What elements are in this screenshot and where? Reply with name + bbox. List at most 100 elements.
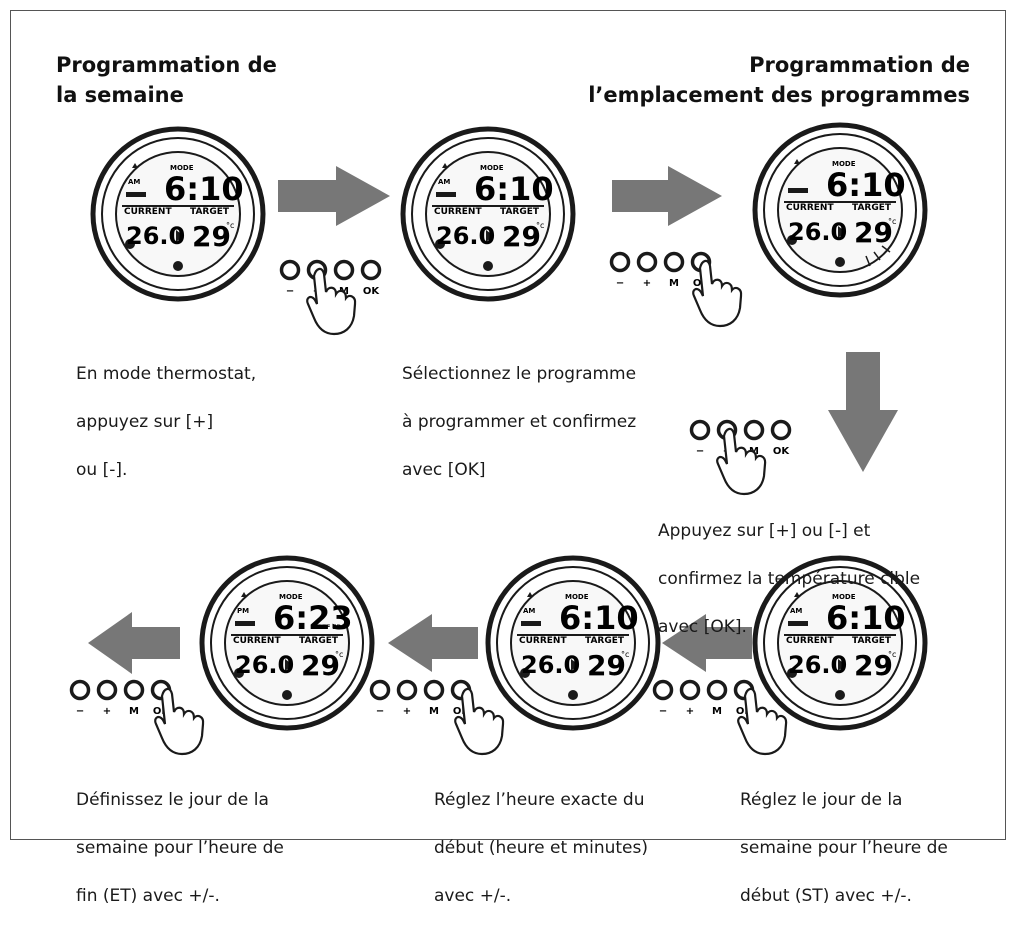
thermostat-step1: MODE AM 6:10 CURRENT TARGET 26.0 29 °c [93,129,263,299]
hand-pointer-icon [154,687,205,756]
thermo2-target: TARGET [500,207,540,217]
thermo2-time: 6:10 [474,170,554,208]
title-slots: Programmation de l’emplacement des progr… [560,50,970,110]
caption-step6-line3: fin (ET) avec +/-. [76,886,220,906]
btn2-minus: − [616,278,624,289]
thermo1-time: 6:10 [164,170,244,208]
arrow-right-1 [278,166,390,226]
thermo5-unit: °c [621,650,629,659]
caption-step2-line1: Sélectionnez le programme [402,364,637,384]
thermo4-time: 6:10 [826,599,906,637]
title-week-line1: Programmation de [56,53,277,77]
btn5-ok: OK [453,706,471,717]
buttons-step4: − + M OK [652,679,788,756]
thermostat-step3: MODE 6:10 CURRENT TARGET 26.0 29 °c [755,125,925,295]
thermo3-target: TARGET [852,203,892,213]
btn4-minus: − [659,706,667,717]
caption-step6: Définissez le jour de la semaine pour l’… [76,764,284,932]
thermo6-mode: MODE [279,593,303,601]
buttons-step1: − + M OK [279,259,382,336]
title-week-line2: la semaine [56,83,184,107]
diagram-artwork: MODE AM 6:10 CURRENT TARGET 26.0 29 °c M… [69,0,1018,756]
hand-pointer-icon [454,687,505,756]
caption-step5-line2: début (heure et minutes) [434,838,648,858]
buttons-step5: − + M OK [369,679,505,756]
thermo3-time: 6:10 [826,166,906,204]
thermo2-mode: MODE [480,164,504,172]
title-slots-line1: Programmation de [749,53,970,77]
btn6-plus: + [103,706,111,717]
thermo2-current: CURRENT [434,207,482,217]
thermo4-current: CURRENT [786,636,834,646]
caption-step5-line3: avec +/-. [434,886,512,906]
caption-step3: Appuyez sur [+] ou [-] et confirmez la t… [658,495,920,663]
thermo5-current: CURRENT [519,636,567,646]
caption-step1-line3: ou [-]. [76,460,128,480]
thermo4-unit: °c [888,650,896,659]
caption-step2: Sélectionnez le programme à programmer e… [402,338,636,506]
thermo6-target-temp: 29 [301,649,340,682]
title-week: Programmation de la semaine [56,50,277,110]
thermo6-time: 6:23 [273,599,353,637]
btn2-plus: + [643,278,651,289]
thermo4-mode: MODE [832,593,856,601]
thermo6-pm: PM [237,607,249,615]
thermostat-step2: MODE AM 6:10 CURRENT TARGET 26.0 29 °c [403,129,573,299]
btn5-m: M [429,706,439,717]
thermo1-mode: MODE [170,164,194,172]
thermo1-am: AM [128,178,140,186]
thermostat-step6: MODE PM 6:23 OFF EDP CURRENT TARGET 26.0… [202,558,372,728]
thermo6-status: OFF EDP [317,624,346,631]
hand-pointer-icon [692,259,743,328]
caption-step1-line1: En mode thermostat, [76,364,257,384]
thermo5-current-temp: 26.0 [521,651,580,679]
caption-step3-line2: confirmez la température cible [658,569,921,589]
btn4-plus: + [686,706,694,717]
btn4-m: M [712,706,722,717]
arrow-left-1 [662,614,752,672]
thermo6-unit: °c [335,650,343,659]
btn5-plus: + [403,706,411,717]
thermo4-am: AM [790,607,802,615]
btn6-ok: OK [153,706,171,717]
thermo1-current: CURRENT [124,207,172,217]
thermo6-current: CURRENT [233,636,281,646]
thermo5-am: AM [523,607,535,615]
thermostat-step4: MODE AM 6:10 CURRENT TARGET 26.0 29 °c [755,558,925,728]
thermo2-current-temp: 26.0 [436,222,495,250]
caption-step1-line2: appuyez sur [+] [76,412,214,432]
caption-step2-line3: avec [OK] [402,460,486,480]
btn3-minus: − [696,446,704,457]
thermo3-current: CURRENT [786,203,834,213]
caption-step4-line2: semaine pour l’heure de [740,838,948,858]
caption-step6-line1: Définissez le jour de la [76,790,269,810]
btn6-minus: − [76,706,84,717]
buttons-step6: − + M OK [69,679,205,756]
btn5-minus: − [376,706,384,717]
thermo2-unit: °c [536,221,544,230]
thermo6-current-temp: 26.0 [235,651,294,679]
btn4-ok: OK [736,706,754,717]
caption-step6-line2: semaine pour l’heure de [76,838,284,858]
buttons-step3: − + M OK [689,419,792,496]
thermo5-time: 6:10 [559,599,639,637]
caption-step1: En mode thermostat, appuyez sur [+] ou [… [76,338,256,506]
thermo6-target: TARGET [299,636,339,646]
arrow-right-2 [612,166,722,226]
thermostat-step5: MODE AM 6:10 CURRENT TARGET 26.0 29 °c [488,558,658,728]
thermo4-target: TARGET [852,636,892,646]
thermo1-target: TARGET [190,207,230,217]
caption-step4: Réglez le jour de la semaine pour l’heur… [740,764,948,932]
caption-step5: Réglez l’heure exacte du début (heure et… [434,764,648,932]
btn2-m: M [669,278,679,289]
thermo2-am: AM [438,178,450,186]
title-slots-line2: l’emplacement des programmes [588,83,970,107]
caption-step4-line3: début (ST) avec +/-. [740,886,912,906]
caption-step3-line3: avec [OK]. [658,617,747,637]
diagram-frame [10,10,1006,840]
thermo4-target-temp: 29 [854,649,893,682]
btn6-m: M [129,706,139,717]
caption-step4-line1: Réglez le jour de la [740,790,903,810]
caption-step3-line1: Appuyez sur [+] ou [-] et [658,521,871,541]
thermo5-target-temp: 29 [587,649,626,682]
